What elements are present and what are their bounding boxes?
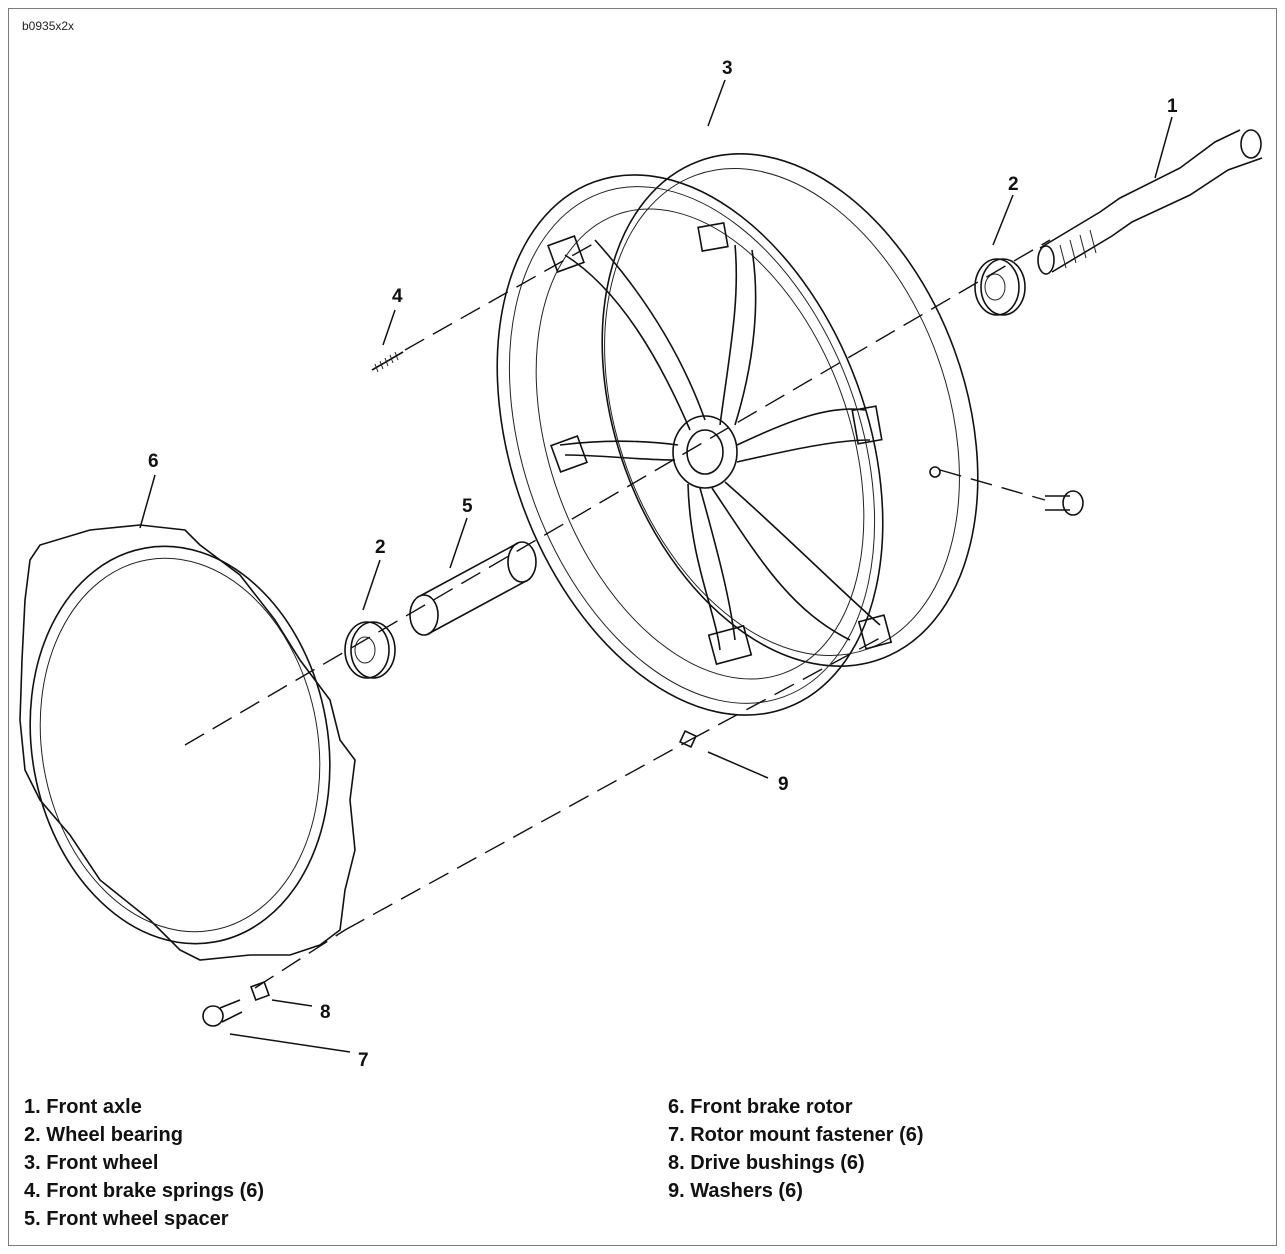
callout-1: 1 <box>1167 96 1178 117</box>
legend-right: 6. Front brake rotor 7. Rotor mount fast… <box>668 1093 924 1205</box>
callout-3: 3 <box>722 58 733 79</box>
callout-7: 7 <box>358 1050 369 1071</box>
front-wheel <box>496 153 1084 716</box>
fastener-centerline <box>254 637 881 989</box>
leader-1 <box>1154 116 1173 179</box>
callout-6: 6 <box>148 451 159 472</box>
legend-item: 1. Front axle <box>24 1096 142 1118</box>
wheel-bearing-right <box>974 258 1026 316</box>
leader-7 <box>229 1033 351 1053</box>
legend-item: 4. Front brake springs (6) <box>24 1180 265 1202</box>
leader-8 <box>271 999 313 1007</box>
legend-item: 7. Rotor mount fastener (6) <box>668 1124 924 1146</box>
legend-left: 1. Front axle 2. Wheel bearing 3. Front … <box>24 1093 264 1233</box>
leader-9 <box>707 751 769 779</box>
drive-bushing <box>250 981 270 1001</box>
front-wheel-spacer <box>409 541 537 636</box>
washer <box>678 729 698 749</box>
legend-item: 2. Wheel bearing <box>24 1124 183 1146</box>
callout-2-left: 2 <box>375 537 386 558</box>
legend-item: 6. Front brake rotor <box>668 1096 853 1118</box>
front-brake-rotor <box>19 524 356 961</box>
callout-9: 9 <box>778 774 789 795</box>
spring-centerline <box>404 239 601 351</box>
wheel-bearing-left <box>344 621 396 679</box>
callout-4: 4 <box>392 286 403 307</box>
callout-5: 5 <box>462 496 473 517</box>
callout-8: 8 <box>320 1002 331 1023</box>
legend-item: 8. Drive bushings (6) <box>668 1152 865 1174</box>
leader-2-left <box>362 559 381 611</box>
rotor-mount-fastener <box>202 999 243 1027</box>
figure-frame <box>8 8 1277 1246</box>
legend-item: 3. Front wheel <box>24 1152 159 1174</box>
valve-centerline <box>939 469 1046 501</box>
leader-2-right <box>992 194 1014 246</box>
leader-4 <box>382 309 396 346</box>
figure-id: b0935x2x <box>22 19 75 33</box>
legend-item: 5. Front wheel spacer <box>24 1208 229 1230</box>
leader-3 <box>707 79 726 127</box>
callout-2-right: 2 <box>1008 174 1019 195</box>
axle-centerline <box>184 239 1051 746</box>
front-brake-spring <box>371 351 404 373</box>
legend-item: 9. Washers (6) <box>668 1180 803 1202</box>
leader-5 <box>449 517 468 569</box>
front-axle <box>1037 129 1263 275</box>
leader-6 <box>139 474 156 529</box>
